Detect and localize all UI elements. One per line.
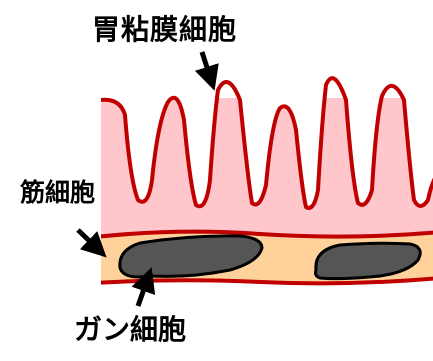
arrow-to-mucosa (202, 52, 213, 86)
label-cancer-cells: ガン細胞 (74, 316, 186, 344)
arrow-to-muscle (78, 230, 103, 254)
label-gastric-mucosa-cells: 胃粘膜細胞 (92, 16, 237, 44)
label-muscle-cells: 筋細胞 (20, 180, 95, 205)
